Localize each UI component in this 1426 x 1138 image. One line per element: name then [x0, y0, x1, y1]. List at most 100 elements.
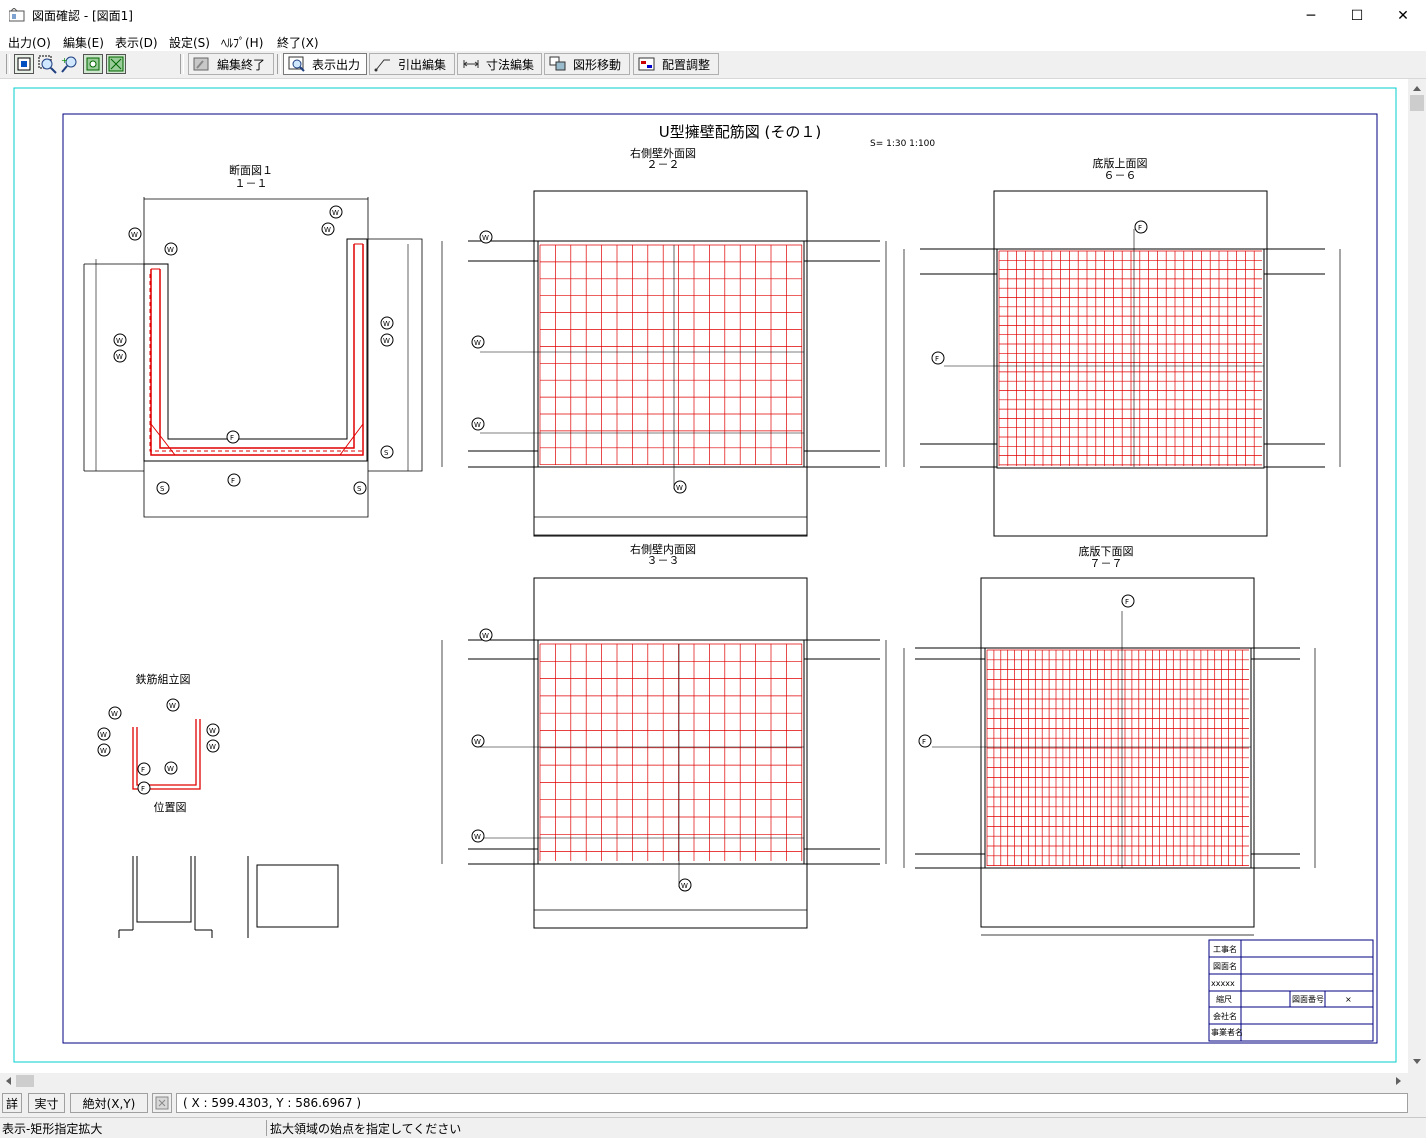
svg-text:F: F [922, 738, 926, 746]
drawing-canvas[interactable]: U型擁壁配筋図 (その１) S= 1:30 1:100 断面図１ １－１ W W… [0, 79, 1408, 1073]
coordinate-readout: ( X : 599.4303, Y : 586.6967 ) [176, 1093, 1408, 1113]
menu-bar: 出力(O) 編集(E) 表示(D) 設定(S) ﾍﾙﾌﾟ(H) 終了(X) [0, 31, 1426, 51]
maximize-button[interactable]: ☐ [1350, 7, 1364, 24]
view-name-section-1: 断面図１ [229, 163, 273, 177]
svg-text:W: W [100, 747, 107, 755]
drawing-title: U型擁壁配筋図 (その１) [659, 123, 821, 141]
svg-text:W: W [681, 882, 688, 890]
close-button[interactable]: ✕ [1397, 7, 1409, 24]
leader-edit-button[interactable]: 引出編集 [369, 53, 455, 75]
svg-text:F: F [230, 434, 234, 442]
move-shape-button[interactable]: 図形移動 [544, 53, 630, 75]
svg-text:S: S [160, 485, 165, 493]
svg-text:W: W [676, 484, 683, 492]
leader-edit-label: 引出編集 [398, 57, 447, 72]
assembly-view: 鉄筋組立図 W W W W W W F W F 位置図 [97, 672, 339, 938]
zoom-in-icon[interactable]: + [60, 54, 80, 74]
status-divider [266, 1120, 267, 1136]
menu-exit[interactable]: 終了(X) [277, 36, 319, 50]
view-name-slab-top: 底版上面図 [1093, 156, 1148, 170]
view-name-wall-interior: 右側壁内面図 [630, 542, 696, 556]
status-bar-tools: 詳 実寸 絶対(X,Y) ( X : 599.4303, Y : 586.696… [0, 1091, 1426, 1115]
toolbar-separator [6, 54, 10, 74]
actual-size-button[interactable]: 実寸 [28, 1093, 65, 1113]
display-output-button[interactable]: 表示出力 [283, 53, 367, 75]
menu-view[interactable]: 表示(D) [115, 36, 158, 50]
toolbar-separator [277, 54, 281, 74]
svg-text:S: S [357, 485, 362, 493]
view-section-slab-bottom: ７－７ [1090, 557, 1123, 570]
whole-view-icon[interactable] [106, 54, 126, 74]
finish-edit-label: 編集終了 [217, 57, 266, 72]
layout-adjust-button[interactable]: 配置調整 [633, 53, 719, 75]
menu-settings[interactable]: 設定(S) [169, 36, 210, 50]
title-block-label-operator: 事業者名 [1211, 1027, 1243, 1037]
select-tool-icon[interactable] [14, 54, 34, 74]
svg-text:W: W [324, 226, 331, 234]
finish-edit-button[interactable]: 編集終了 [188, 53, 274, 75]
position-label: 位置図 [154, 800, 187, 814]
svg-text:F: F [141, 785, 145, 793]
svg-text:W: W [383, 320, 390, 328]
title-block-label-xxxxx: xxxxx [1211, 979, 1235, 988]
toolbar: + 編集終了 表示出力 引出編集 寸法編集 図形移動 配置調整 [0, 51, 1426, 79]
absolute-coord-button[interactable]: 絶対(X,Y) [70, 1093, 148, 1113]
view-name-assembly: 鉄筋組立図 [136, 672, 191, 686]
layout-adjust-icon [638, 57, 655, 71]
title-block-number-value: × [1345, 995, 1352, 1004]
dimension-edit-icon [463, 60, 479, 68]
title-block-label-number: 図面番号 [1292, 994, 1324, 1004]
svg-text:W: W [474, 421, 481, 429]
svg-text:W: W [131, 231, 138, 239]
app-icon [9, 8, 25, 22]
svg-text:W: W [116, 337, 123, 345]
move-shape-icon [549, 56, 566, 71]
svg-text:W: W [116, 353, 123, 361]
status-message: 拡大領域の始点を指定してください [270, 1122, 462, 1136]
svg-text:W: W [167, 765, 174, 773]
leader-edit-icon [374, 59, 390, 72]
slab-bottom-view: 底版下面図 ７－７ F F [903, 544, 1316, 936]
slab-top-view: 底版上面図 ６－６ F F [903, 156, 1341, 537]
svg-text:F: F [141, 766, 145, 774]
svg-text:W: W [474, 339, 481, 347]
status-mode: 表示-矩形指定拡大 [2, 1122, 103, 1136]
dimension-edit-button[interactable]: 寸法編集 [457, 53, 542, 75]
wall-interior-view: 右側壁内面図 ３－３ W W W W [441, 542, 887, 929]
detail-button[interactable]: 詳 [2, 1093, 22, 1113]
menu-edit[interactable]: 編集(E) [63, 36, 104, 50]
svg-text:S: S [384, 449, 389, 457]
menu-output[interactable]: 出力(O) [8, 36, 51, 50]
svg-text:F: F [1138, 224, 1142, 232]
svg-text:W: W [100, 731, 107, 739]
layout-adjust-label: 配置調整 [662, 57, 711, 72]
title-block-label-project: 工事名 [1213, 944, 1237, 954]
display-output-icon [288, 56, 305, 72]
svg-text:W: W [209, 727, 216, 735]
display-output-label: 表示出力 [312, 57, 361, 72]
view-section-wall-exterior: ２－２ [647, 158, 680, 171]
move-shape-label: 図形移動 [573, 57, 622, 72]
title-block-label-company: 会社名 [1213, 1011, 1237, 1021]
wall-exterior-view: 右側壁外面図 ２－２ W W W W [441, 146, 887, 537]
menu-help[interactable]: ﾍﾙﾌﾟ(H) [221, 36, 264, 50]
svg-text:F: F [935, 355, 939, 363]
view-name-wall-exterior: 右側壁外面図 [630, 146, 696, 160]
svg-text:W: W [169, 702, 176, 710]
minimize-button[interactable]: ─ [1306, 7, 1316, 24]
fit-view-icon[interactable] [83, 54, 103, 74]
toolbar-separator [180, 54, 184, 74]
svg-text:F: F [231, 477, 235, 485]
vertical-scrollbar[interactable] [1408, 79, 1426, 1089]
drawing-scale: S= 1:30 1:100 [870, 139, 935, 149]
svg-text:W: W [474, 833, 481, 841]
horizontal-scrollbar[interactable] [0, 1073, 1408, 1089]
section-view-1: 断面図１ １－１ W W W W W W W W F F S S S [83, 163, 423, 518]
cancel-icon[interactable] [152, 1093, 172, 1113]
page-frame [13, 87, 1397, 1063]
svg-text:W: W [482, 234, 489, 242]
zoom-area-icon[interactable] [37, 54, 57, 74]
drawing-svg: U型擁壁配筋図 (その１) S= 1:30 1:100 断面図１ １－１ W W… [13, 87, 1397, 1063]
sheet-border [62, 113, 1378, 1044]
svg-text:W: W [482, 632, 489, 640]
